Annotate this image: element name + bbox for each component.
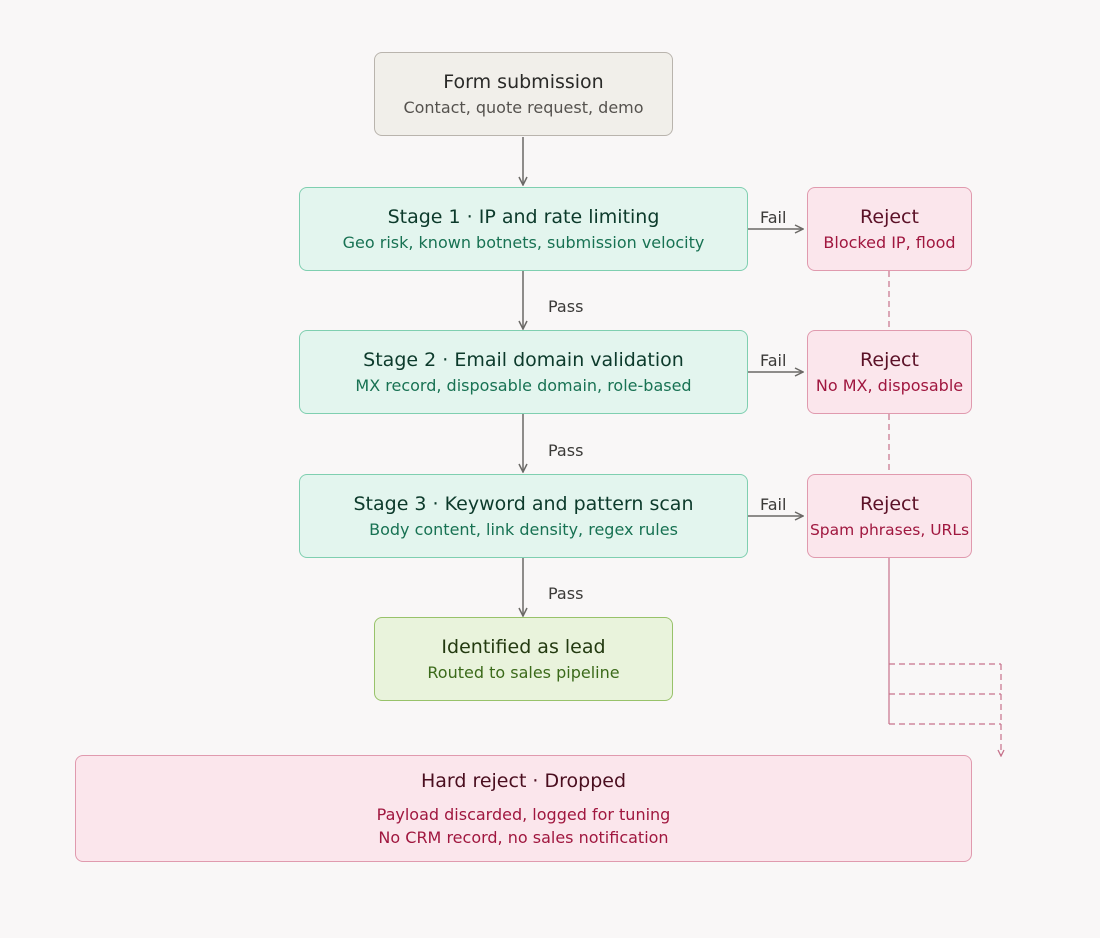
node-identified-as-lead: Identified as lead Routed to sales pipel… [374,617,673,701]
edge-label-pass-3: Pass [548,584,584,603]
node-subtitle: Body content, link density, regex rules [369,519,678,539]
node-stage-3: Stage 3 · Keyword and pattern scan Body … [299,474,748,558]
node-hard-reject: Hard reject · Dropped Payload discarded,… [75,755,972,862]
node-subtitle: No MX, disposable [815,375,964,395]
node-reject-2: Reject No MX, disposable [807,330,972,414]
node-title: Reject [860,205,919,228]
node-stage-2: Stage 2 · Email domain validation MX rec… [299,330,748,414]
node-subtitle: Contact, quote request, demo [403,97,644,117]
edge-label-pass-1: Pass [548,297,584,316]
node-detail-line-1: Payload discarded, logged for tuning [376,804,671,824]
node-title: Reject [860,348,919,371]
edge-label-pass-2: Pass [548,441,584,460]
edge-label-fail-3: Fail [760,495,787,514]
node-reject-1: Reject Blocked IP, flood [807,187,972,271]
node-stage-1: Stage 1 · IP and rate limiting Geo risk,… [299,187,748,271]
node-form-submission: Form submission Contact, quote request, … [374,52,673,136]
node-title: Stage 3 · Keyword and pattern scan [353,492,694,515]
edge-label-fail-1: Fail [760,208,787,227]
node-title: Form submission [443,70,604,93]
node-detail-line-2: No CRM record, no sales notification [378,827,669,847]
node-title: Stage 2 · Email domain validation [363,348,684,371]
edge-label-fail-2: Fail [760,351,787,370]
node-subtitle: Spam phrases, URLs [809,520,970,539]
node-subtitle: Routed to sales pipeline [427,662,620,682]
node-reject-3: Reject Spam phrases, URLs [807,474,972,558]
node-title: Hard reject · Dropped [420,769,627,792]
node-subtitle: MX record, disposable domain, role-based [355,375,692,395]
node-title: Identified as lead [441,635,606,658]
node-title: Stage 1 · IP and rate limiting [387,205,660,228]
node-subtitle: Blocked IP, flood [823,232,956,252]
node-title: Reject [860,492,919,515]
node-subtitle: Geo risk, known botnets, submission velo… [342,232,705,252]
